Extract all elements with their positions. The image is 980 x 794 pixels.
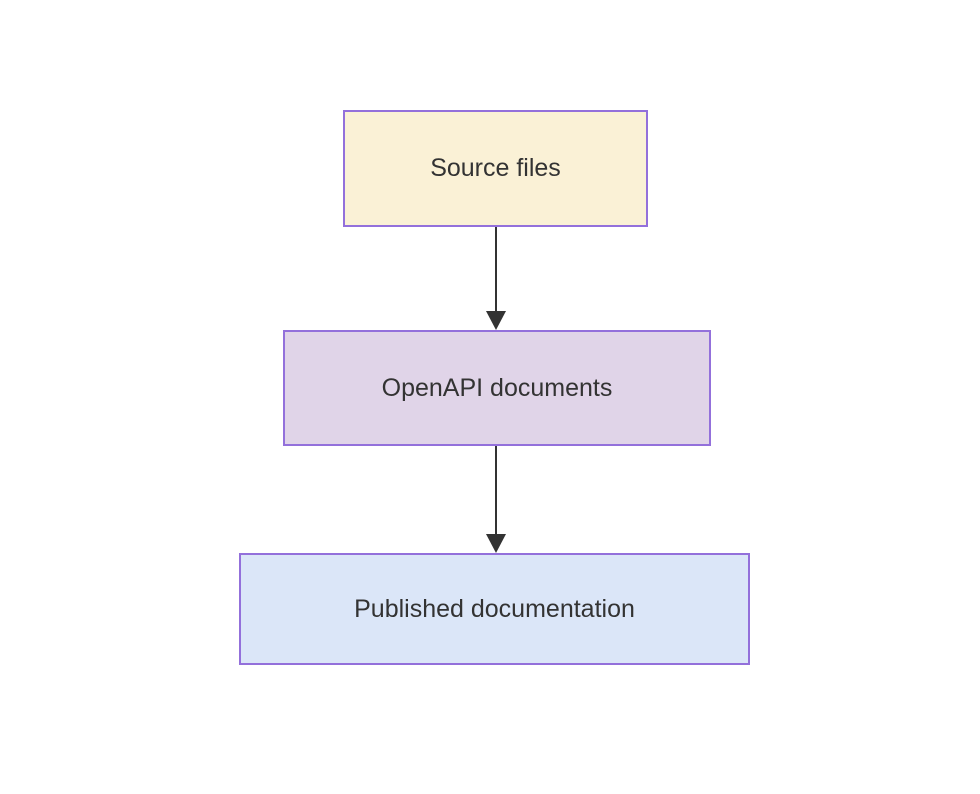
node-openapi-documents-label: OpenAPI documents [381, 373, 613, 402]
arrow-source-to-openapi [486, 227, 506, 330]
node-published-documentation-label: Published documentation [354, 594, 635, 623]
node-openapi-documents: OpenAPI documents [283, 330, 711, 446]
arrow-openapi-to-published [486, 446, 506, 553]
node-source-files: Source files [343, 110, 648, 227]
node-source-files-label: Source files [430, 154, 561, 182]
node-published-documentation: Published documentation [239, 553, 750, 665]
